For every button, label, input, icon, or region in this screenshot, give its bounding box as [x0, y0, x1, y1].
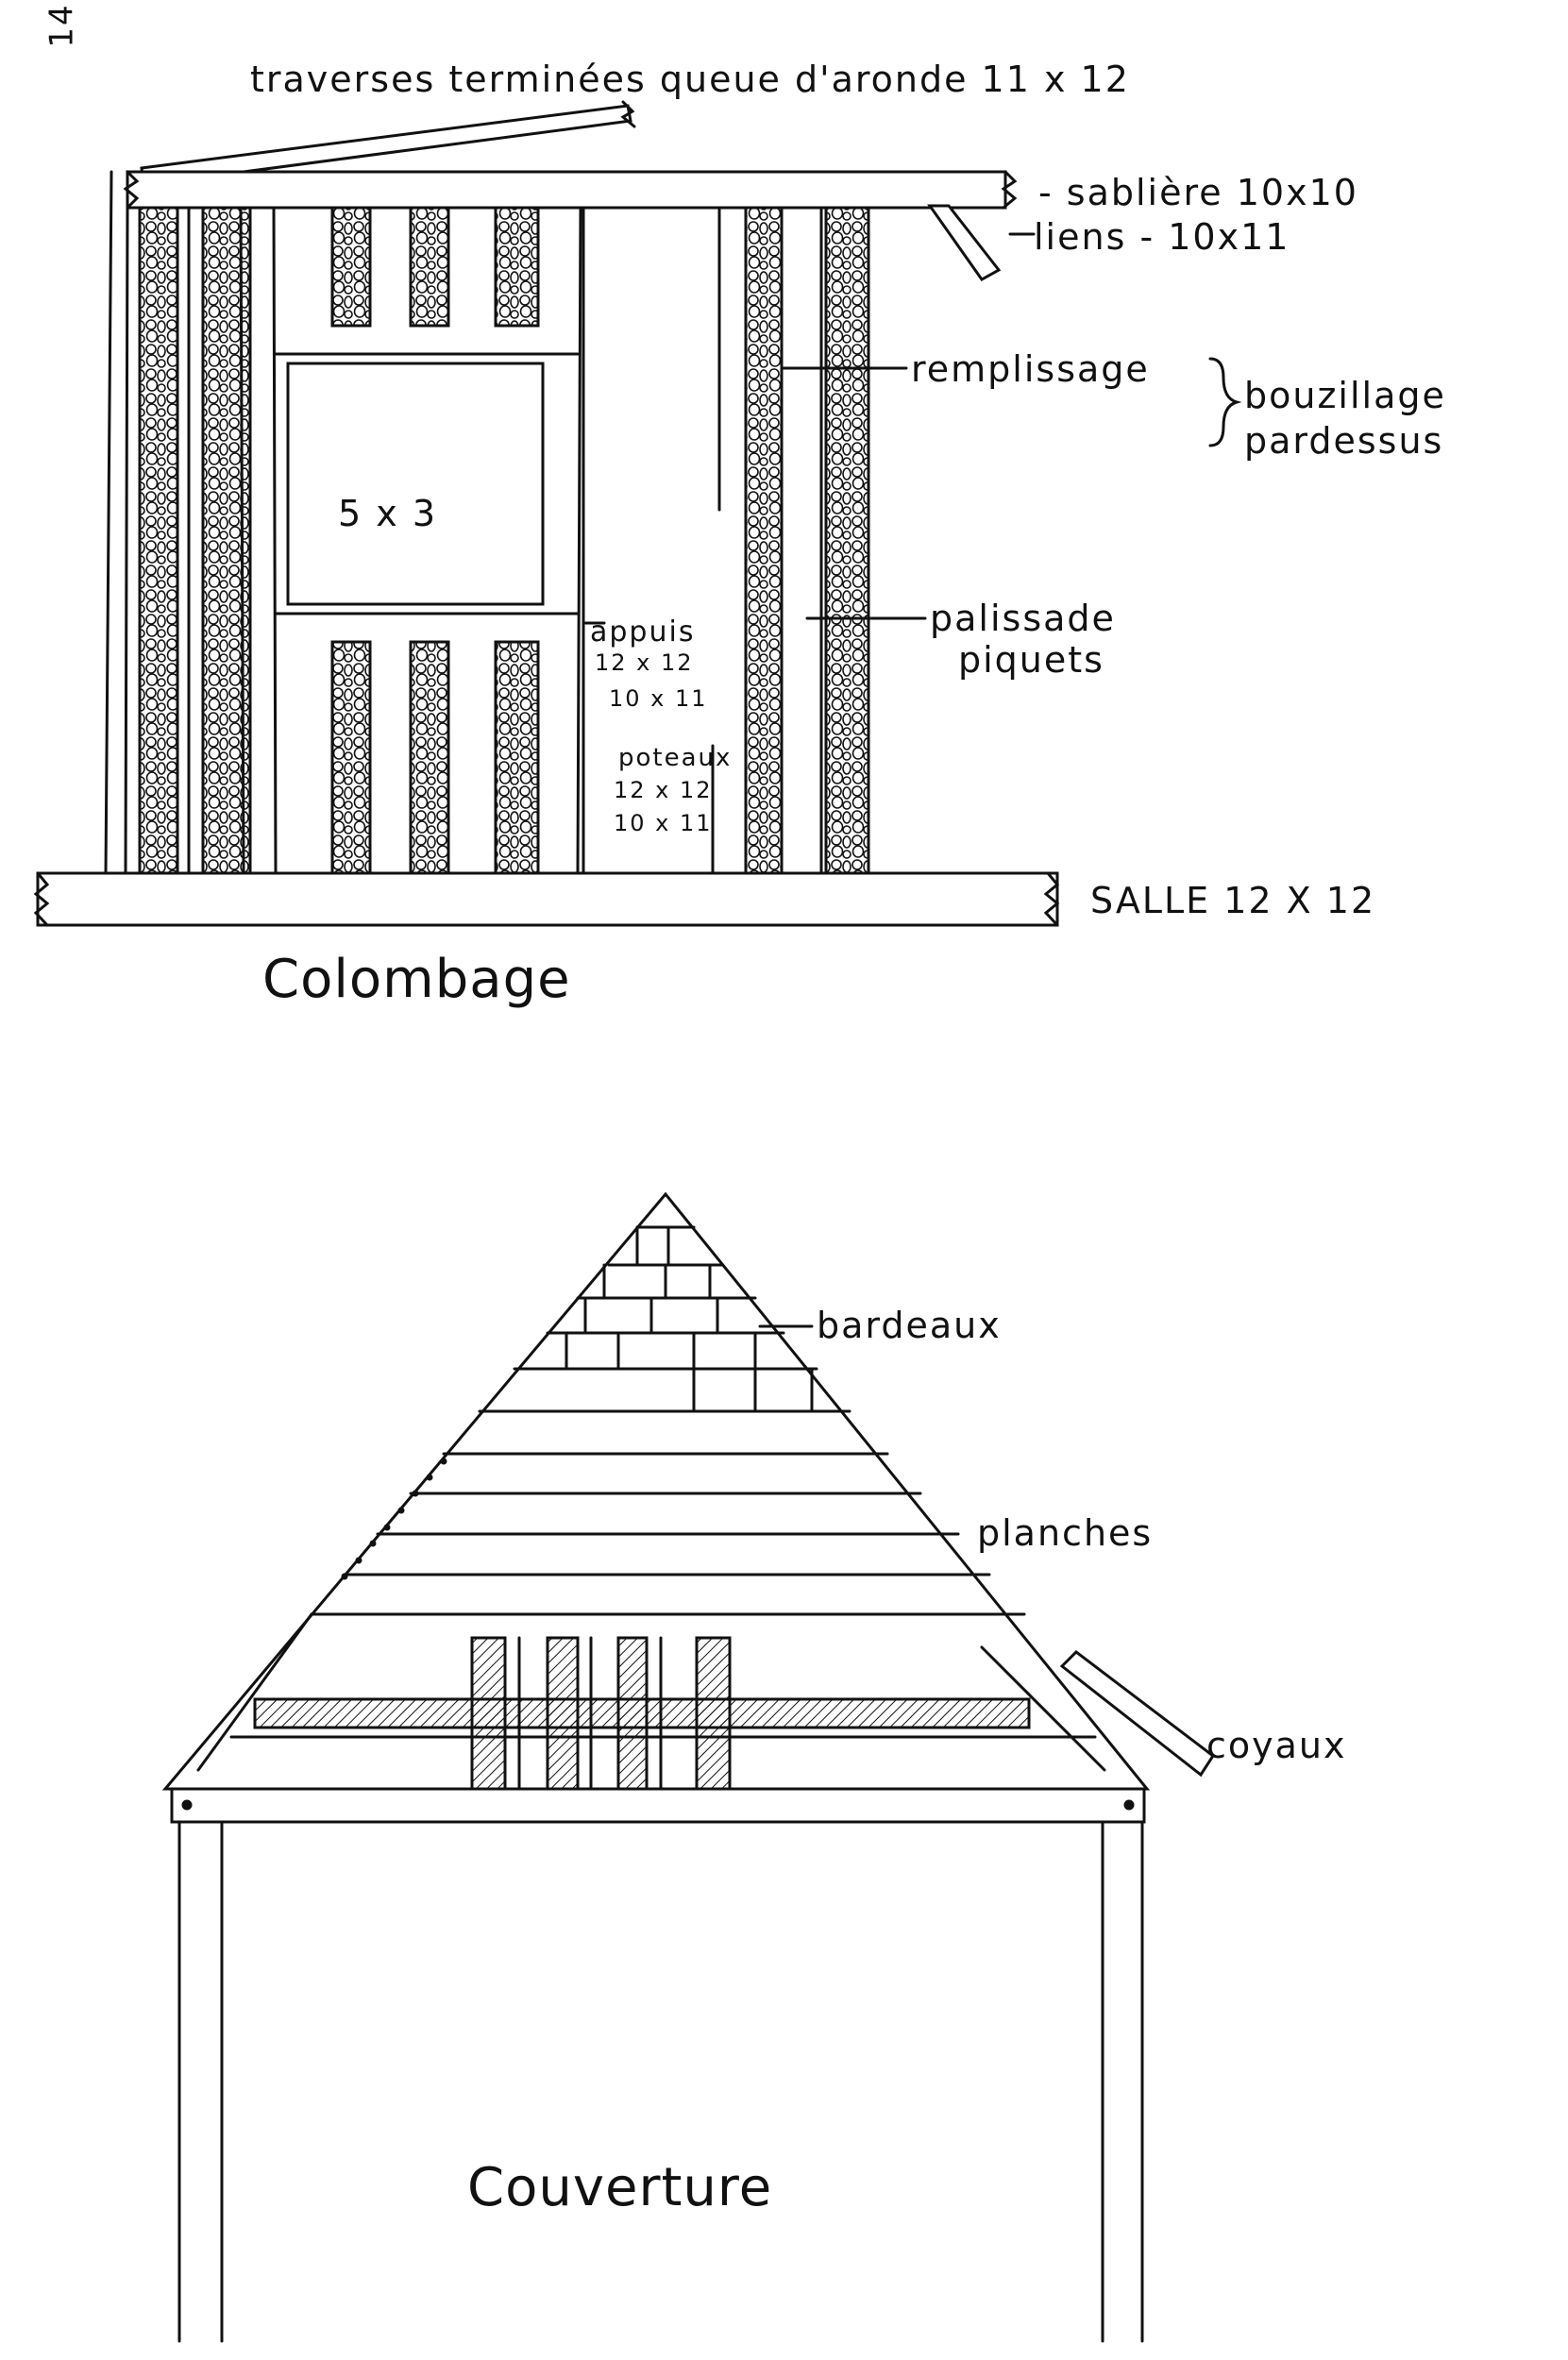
rafter [616, 1636, 649, 1791]
rafter [470, 1636, 507, 1791]
label-traverses: traverses terminées queue d'aronde 11 x … [250, 59, 1130, 100]
label-poteaux: poteaux [618, 744, 733, 772]
label-window-size: 5 x 3 [338, 493, 437, 534]
cobble-fill [330, 640, 372, 875]
couverture-title: Couverture [467, 2157, 773, 2218]
cobble-fill [409, 640, 450, 875]
label-bardeaux: bardeaux [817, 1305, 1002, 1346]
label-salle: SALLE 12 X 12 [1090, 880, 1376, 921]
couverture-drawing [161, 1191, 1216, 2343]
label-poteaux-dim2: 10 x 11 [614, 810, 713, 836]
coyaux-board [1059, 1650, 1216, 1778]
label-planches: planches [977, 1512, 1154, 1554]
rafter [695, 1636, 732, 1791]
top-plate [170, 1787, 1146, 1824]
liens-brace [927, 204, 1002, 281]
label-pardessus: pardessus [1244, 420, 1444, 462]
page-number: 14 [42, 3, 81, 48]
colombage-title: Colombage [262, 949, 571, 1010]
colombage-drawing [33, 100, 1242, 927]
label-appuis: appuis [590, 615, 696, 649]
cobble-fill [494, 206, 540, 328]
label-remplissage: remplissage [911, 348, 1150, 390]
rafter [546, 1636, 580, 1791]
cobble-fill [744, 206, 784, 875]
cobble-fill [409, 206, 450, 328]
cobble-fill [824, 206, 870, 875]
label-appuis-dim2: 10 x 11 [609, 685, 708, 712]
label-bouzillage: bouzillage [1244, 375, 1446, 416]
cobble-fill [138, 206, 179, 875]
cobble-fill [330, 206, 372, 328]
label-piquets: piquets [958, 639, 1104, 681]
label-poteaux-dim1: 12 x 12 [614, 777, 713, 803]
label-coyaux: coyaux [1206, 1725, 1347, 1766]
sabliere-beam [126, 170, 1007, 210]
label-appuis-dim1: 12 x 12 [595, 649, 694, 676]
salle-beam [36, 871, 1059, 927]
label-liens: liens - 10x11 [1034, 216, 1290, 258]
label-palissade: palissade [930, 598, 1116, 639]
cobble-fill [494, 640, 540, 875]
label-sabliere: - sablière 10x10 [1038, 172, 1358, 213]
window-opening [286, 362, 545, 606]
